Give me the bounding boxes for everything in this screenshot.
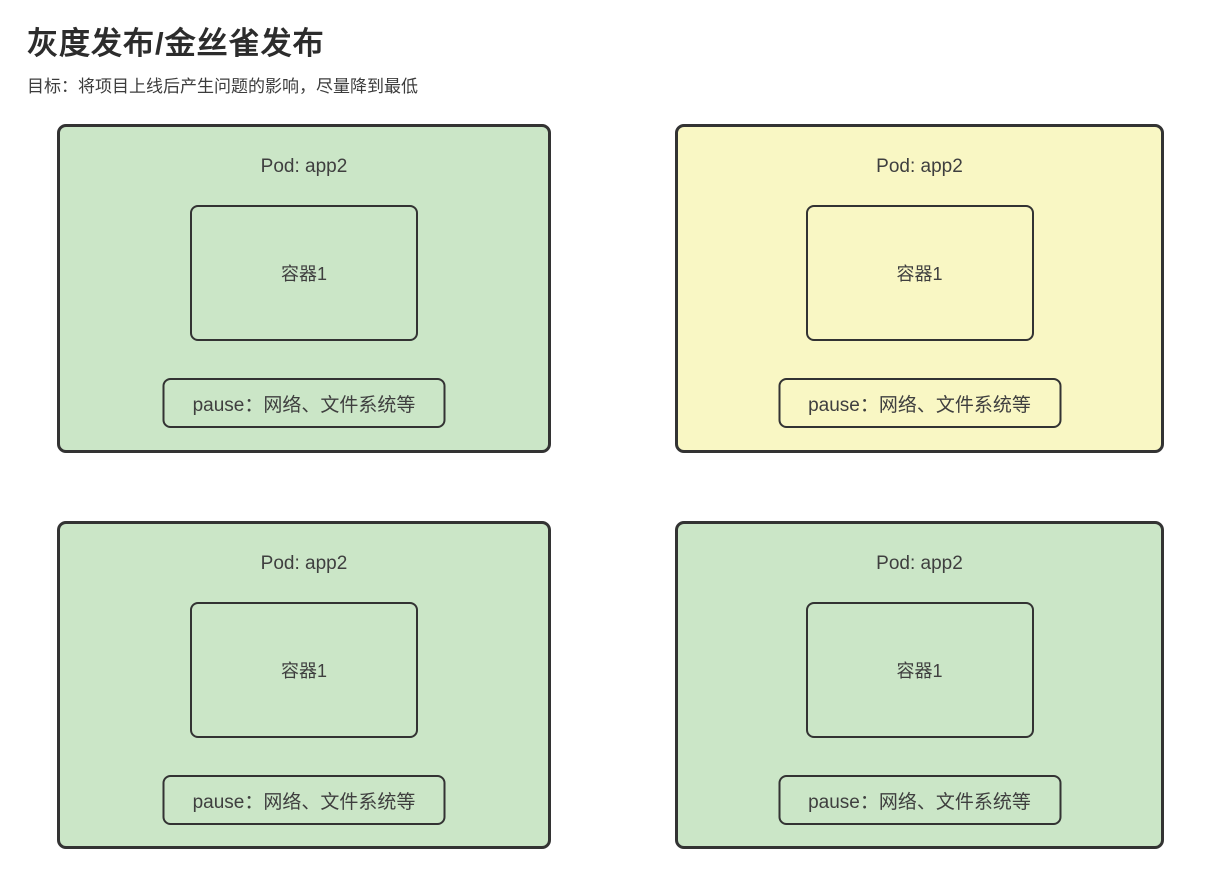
pod-title: Pod: app2 (876, 156, 963, 177)
container-label: 容器1 (896, 264, 943, 284)
container-box: 容器1 (805, 205, 1034, 341)
container-label: 容器1 (896, 661, 943, 681)
page-subtitle: 目标：将项目上线后产生问题的影响，尽量降到最低 (27, 77, 418, 96)
pause-label: pause：网络、文件系统等 (808, 394, 1031, 416)
pause-box: pause：网络、文件系统等 (162, 775, 446, 825)
pod-title: Pod: app2 (260, 553, 348, 574)
container-label: 容器1 (280, 264, 327, 284)
page-title: 灰度发布/金丝雀发布 (27, 26, 325, 61)
pause-box: pause：网络、文件系统等 (778, 775, 1061, 825)
pod-box-top-left: Pod: app2 容器1 pause：网络、文件系统等 (57, 124, 551, 453)
pod-box-top-right: Pod: app2 容器1 pause：网络、文件系统等 (675, 124, 1164, 453)
pause-label: pause：网络、文件系统等 (192, 791, 416, 813)
pod-box-bottom-right: Pod: app2 容器1 pause：网络、文件系统等 (675, 521, 1164, 849)
pause-box: pause：网络、文件系统等 (162, 378, 446, 428)
pause-label: pause：网络、文件系统等 (192, 394, 416, 416)
pause-box: pause：网络、文件系统等 (778, 378, 1061, 428)
pod-title: Pod: app2 (876, 553, 963, 574)
container-box: 容器1 (805, 602, 1034, 738)
pod-box-bottom-left: Pod: app2 容器1 pause：网络、文件系统等 (57, 521, 551, 849)
container-box: 容器1 (190, 602, 418, 738)
container-label: 容器1 (280, 661, 327, 681)
container-box: 容器1 (190, 205, 418, 341)
pod-title: Pod: app2 (260, 156, 348, 177)
pause-label: pause：网络、文件系统等 (808, 791, 1031, 813)
